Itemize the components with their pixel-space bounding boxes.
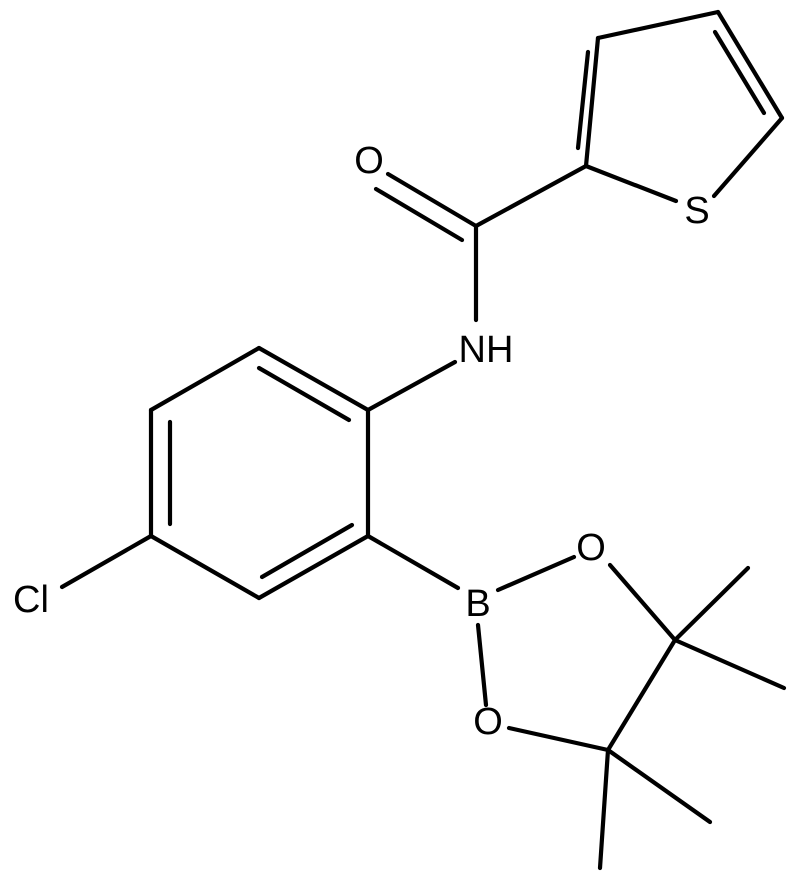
bond-thiophene-c2-c3-inner: [575, 49, 591, 151]
bond-thiophene-c5-s: [711, 115, 785, 199]
bond-carbonyl-o-outer: [385, 171, 479, 229]
atom-oxygen-ring-bottom: O: [473, 701, 503, 743]
bond-carbonyl-o-inner: [373, 186, 465, 243]
bond-b-o-top: [495, 554, 577, 593]
bond-c-b: [365, 533, 461, 591]
atom-labels: O NH S Cl B O O: [13, 140, 710, 743]
atom-boron: B: [465, 583, 490, 625]
atom-nitrogen: NH: [459, 329, 514, 371]
bond-benzene-5-6-inner: [259, 522, 355, 580]
bond-thiophene-c3-c4: [595, 9, 721, 41]
bond-b-o-bottom: [475, 622, 489, 708]
atom-oxygen-ring-top: O: [576, 527, 606, 569]
bond-methyl-4: [597, 747, 611, 871]
bonds: [59, 9, 787, 871]
bond-methyl-3: [605, 747, 713, 825]
atom-oxygen-carbonyl: O: [354, 140, 384, 182]
atom-sulfur: S: [684, 190, 709, 232]
bond-c-cl: [59, 533, 154, 590]
bond-o-bottom-c: [506, 725, 611, 753]
bond-thiophene-c2-c3: [583, 35, 601, 169]
bond-benzene-1-2-inner: [256, 365, 352, 423]
bond-methyl-1: [672, 565, 751, 643]
bond-c-c-pinacol: [605, 637, 678, 753]
bond-thiophene-s-c2: [583, 163, 679, 204]
bond-thiophene-c4-c5: [715, 9, 785, 121]
bond-thiophene-c4-c5-inner: [712, 29, 767, 116]
bond-benzene-5-6: [256, 533, 371, 601]
bond-n-aryl: [365, 359, 458, 413]
bond-o-top-c: [607, 562, 678, 643]
bond-benzene-1-2: [256, 345, 371, 413]
bond-c2-carbonyl: [473, 163, 589, 229]
atom-chlorine: Cl: [13, 579, 49, 621]
bond-methyl-2: [672, 637, 787, 691]
bond-benzene-2-3: [148, 345, 262, 413]
bond-benzene-4-5: [148, 533, 262, 601]
